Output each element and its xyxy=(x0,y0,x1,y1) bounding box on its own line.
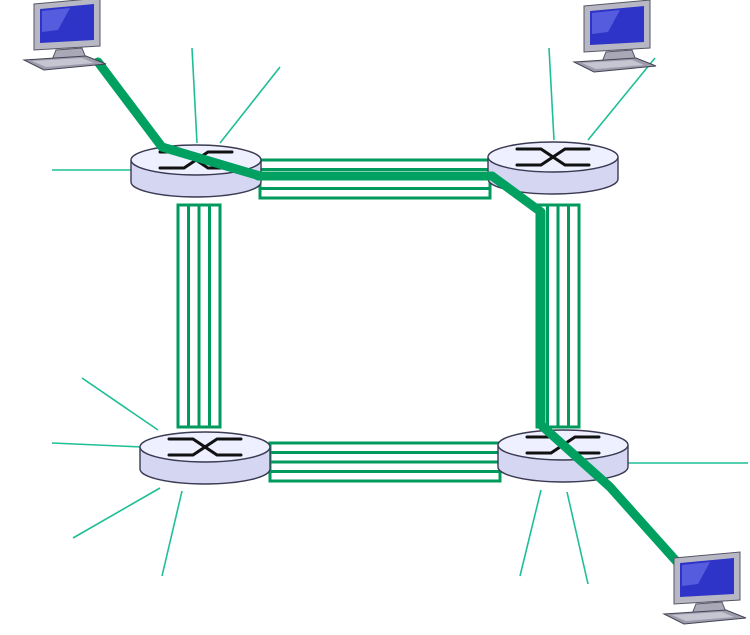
link-left xyxy=(176,203,222,429)
stub-line xyxy=(219,66,281,144)
router-switch-icon xyxy=(138,430,272,486)
desktop-computer-icon xyxy=(573,0,657,73)
host-bottom-right xyxy=(663,551,747,625)
path-segment-host-to-router xyxy=(93,57,265,181)
router-bottom-right xyxy=(496,428,630,484)
stub-line xyxy=(161,490,183,577)
stub-line xyxy=(51,442,143,448)
host-top-right xyxy=(573,0,657,73)
stub-line xyxy=(587,57,656,141)
router-switch-icon xyxy=(496,428,630,484)
path-segment-router-top-right xyxy=(487,171,546,430)
stub-line xyxy=(566,491,589,585)
stub-line xyxy=(548,47,555,141)
router-bottom-left xyxy=(138,430,272,486)
link-bottom xyxy=(268,441,502,483)
host-top-left xyxy=(23,0,107,71)
stub-line xyxy=(81,377,159,431)
desktop-computer-icon xyxy=(663,551,747,625)
dedicated-circuit-path xyxy=(93,57,691,577)
path-segment-router-to-host xyxy=(536,420,691,577)
access-line-stubs xyxy=(51,47,748,585)
stub-line xyxy=(191,47,198,144)
stub-line xyxy=(519,489,542,577)
stub-line xyxy=(72,487,161,539)
desktop-computer-icon xyxy=(23,0,107,71)
